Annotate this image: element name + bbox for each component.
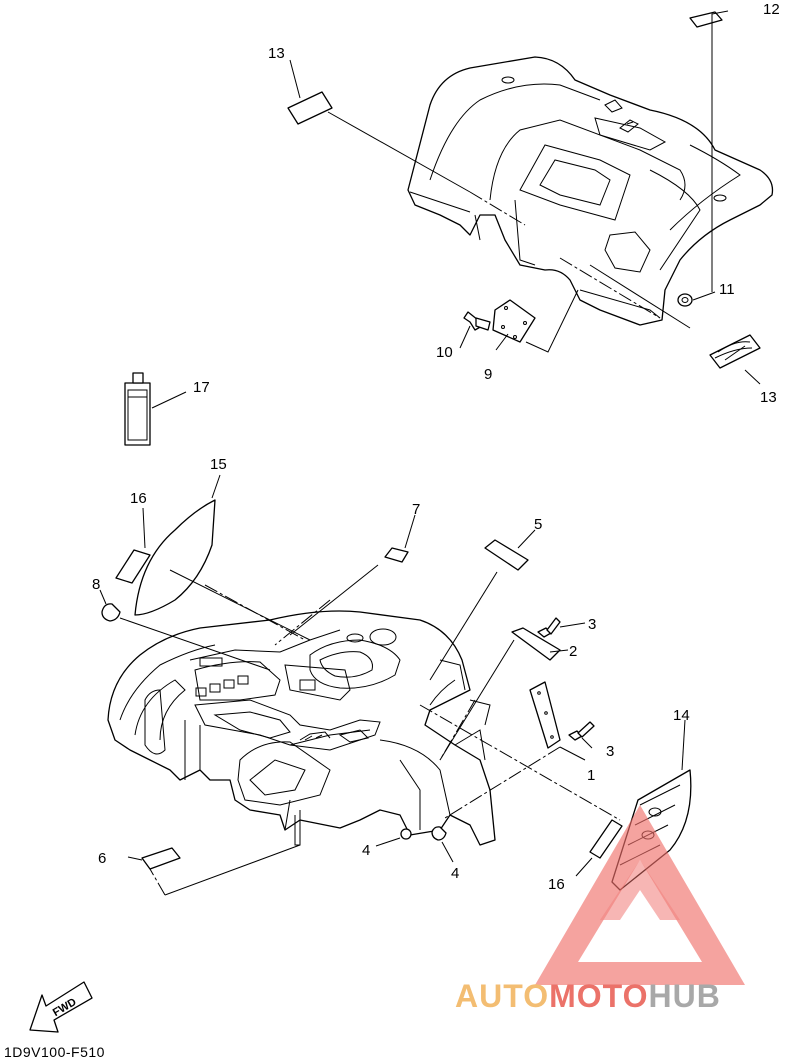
callout-12: 12 <box>763 1 780 18</box>
label-17 <box>124 372 151 446</box>
decal-12 <box>689 11 723 28</box>
callout-numbers: 1 2 3 3 4 4 5 6 7 8 9 10 11 12 13 13 14 … <box>92 1 780 893</box>
decal-13-top <box>287 91 333 125</box>
callout-13-top: 13 <box>268 45 285 62</box>
fwd-arrow: FWD <box>29 981 93 1033</box>
callout-11: 11 <box>719 281 735 298</box>
bolt-10 <box>463 311 491 331</box>
decal-16-left <box>115 549 151 584</box>
rear-fender <box>407 56 774 326</box>
callout-4-right: 4 <box>451 865 459 882</box>
decal-6 <box>141 847 181 870</box>
decal-7 <box>384 547 409 563</box>
watermark-auto: AUTO <box>455 978 549 1014</box>
decal-5 <box>484 539 529 571</box>
decal-16-right <box>589 819 623 859</box>
callout-14: 14 <box>673 707 690 724</box>
callout-5: 5 <box>534 516 542 533</box>
callout-3-top: 3 <box>588 616 596 633</box>
emblem-13-right <box>709 334 761 369</box>
panel-15 <box>134 499 216 616</box>
callout-7: 7 <box>412 501 420 518</box>
callout-2: 2 <box>569 643 577 660</box>
callout-4-left: 4 <box>362 842 370 859</box>
watermark-triangle-icon <box>535 805 745 985</box>
grommet-4-left <box>400 828 412 840</box>
callout-6: 6 <box>98 850 106 867</box>
leader-lines <box>99 10 761 896</box>
callout-8: 8 <box>92 576 100 593</box>
plate-2 <box>511 627 561 661</box>
watermark-hub: HUB <box>648 978 720 1014</box>
grommet-4-right <box>431 826 447 841</box>
callout-10: 10 <box>436 344 453 361</box>
grommet-8 <box>101 603 121 622</box>
watermark-moto: MOTO <box>549 978 648 1014</box>
screw-3-bottom <box>568 721 595 741</box>
plate-9 <box>492 299 536 343</box>
callout-1: 1 <box>587 767 595 784</box>
callout-17: 17 <box>193 379 210 396</box>
callout-15: 15 <box>210 456 227 473</box>
watermark-text: AUTOMOTOHUB <box>455 978 721 1014</box>
watermark: AUTOMOTOHUB <box>455 805 745 1014</box>
callout-3-bottom: 3 <box>606 743 614 760</box>
front-fender <box>107 610 496 846</box>
callout-9: 9 <box>484 366 492 383</box>
diagram-code: 1D9V100-F510 <box>4 1044 105 1060</box>
callout-13-right: 13 <box>760 389 777 406</box>
callout-16-left: 16 <box>130 490 147 507</box>
screw-3-top <box>537 617 561 638</box>
panel-1 <box>529 681 561 749</box>
callout-16-right: 16 <box>548 876 565 893</box>
washer-11 <box>677 293 693 307</box>
